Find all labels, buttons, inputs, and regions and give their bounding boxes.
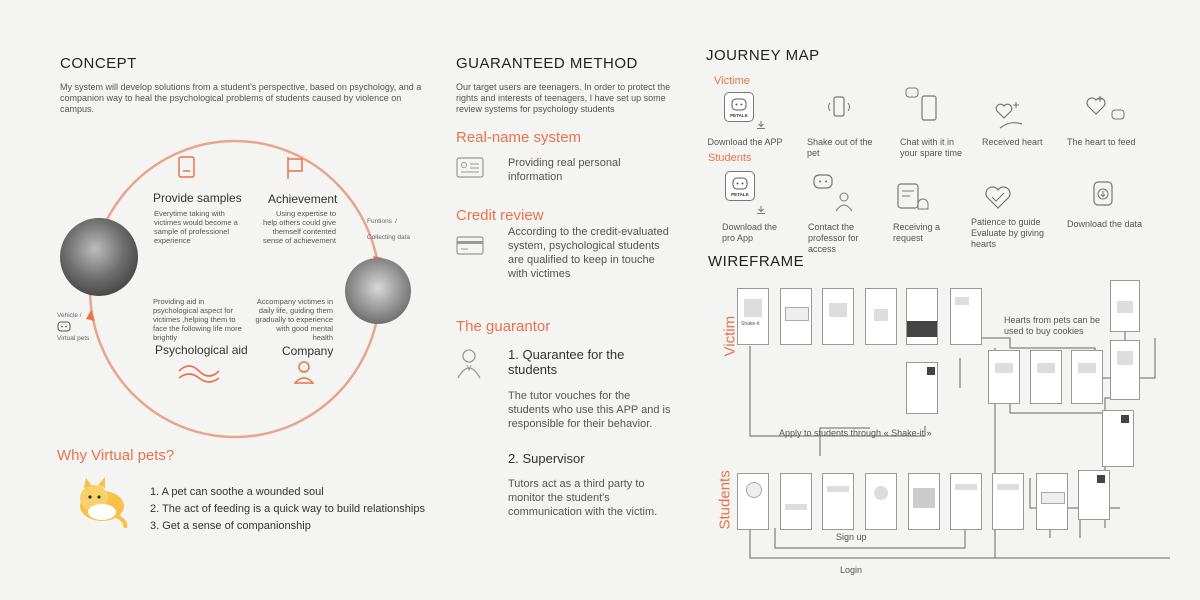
vehicle-label: Vehicle /	[57, 312, 82, 319]
concept-title: CONCEPT	[60, 55, 137, 72]
realname-title: Real-name system	[456, 129, 582, 146]
virtual-pets-label: Virtual pets	[57, 335, 90, 342]
login-label: Login	[840, 565, 863, 575]
provide-title: Provide samples	[153, 191, 242, 205]
g1-title: 1. Quarantee for the students	[508, 347, 625, 377]
journey-title: JOURNEY MAP	[706, 47, 820, 64]
sample-icon	[178, 156, 195, 178]
hearts-note: Hearts from pets can be used to buy cook…	[1004, 315, 1101, 336]
victim-photo	[60, 218, 138, 296]
company-title: Company	[282, 344, 334, 358]
victime-step-1: Download the APP	[707, 137, 783, 147]
chat-phone-icon	[905, 87, 937, 121]
request-icon	[897, 183, 929, 210]
student-step-5: Download the data	[1067, 219, 1143, 229]
g2-text: Tutors act as a third party to monitor t…	[508, 478, 658, 518]
pro-app-icon: PETALK	[725, 171, 755, 201]
method-intro: Our target users are teenagers. In order…	[456, 82, 671, 114]
credit-card-icon	[456, 236, 484, 255]
realname-text: Providing real personal information	[508, 157, 621, 183]
contact-professor-icon	[813, 174, 853, 212]
guide-heart-icon	[985, 186, 1011, 209]
provide-text: Everytime taking with victimes would bec…	[154, 209, 238, 245]
apply-note: Apply to students through « Shake-it »	[779, 428, 932, 438]
victime-step-4: Received heart	[982, 137, 1043, 147]
achievement-text: Using expertise to help others could giv…	[263, 209, 336, 245]
shake-phone-icon	[828, 96, 850, 117]
method-title: GUARANTEED METHOD	[456, 55, 638, 72]
guarantor-title: The guarantor	[456, 318, 551, 335]
collecting-label: Collecting data	[367, 234, 410, 241]
download-icon	[757, 121, 765, 129]
handshake-icon	[178, 365, 220, 377]
victime-step-2: Shake out of the pet	[807, 137, 873, 158]
heart-feed-icon	[1086, 96, 1125, 120]
download-icon-2	[757, 206, 765, 214]
why-title: Why Virtual pets?	[57, 447, 175, 464]
tutor-icon	[457, 349, 481, 379]
victime-step-5: The heart to feed	[1067, 137, 1136, 147]
functions-label: Funtions /	[367, 218, 397, 225]
student-step-1: Download the pro App	[722, 222, 778, 243]
student-step-2: Contact the professor for access	[808, 222, 859, 254]
person-icon	[298, 361, 310, 373]
why-item-1: 1. A pet can soothe a wounded soul	[150, 486, 324, 498]
g2-title: 2. Supervisor	[508, 451, 585, 466]
psych-title: Psychological aid	[155, 343, 248, 357]
pet-illustration	[80, 477, 128, 528]
credit-text: According to the credit-evaluated system…	[508, 226, 669, 280]
why-item-3: 3. Get a sense of companionship	[150, 520, 311, 532]
student-step-3: Receiving a request	[893, 222, 941, 243]
psych-text: Providing aid in psychological aspect fo…	[153, 297, 242, 342]
shake-it-label: Shake-it	[741, 321, 760, 327]
pet-chat-icon	[57, 321, 71, 332]
journey-victime-label: Victime	[714, 75, 750, 87]
students-photo	[345, 258, 411, 324]
victime-step-3: Chat with it in your spare time	[900, 137, 963, 158]
student-step-4: Patience to guide Evaluate by giving hea…	[971, 217, 1045, 249]
wireframe-title: WIREFRAME	[708, 253, 805, 270]
credit-title: Credit review	[456, 207, 544, 224]
id-card-icon	[456, 157, 484, 178]
g1-text: The tutor vouches for the students who u…	[508, 390, 671, 430]
received-heart-icon	[995, 102, 1023, 129]
app-icon: PETALK	[724, 92, 754, 122]
why-item-2: 2. The act of feeding is a quick way to …	[150, 503, 425, 515]
achievement-title: Achievement	[268, 192, 338, 206]
company-text: Accompany victimes in daily life, guidin…	[255, 297, 333, 342]
signup-label: Sign up	[836, 532, 867, 542]
download-data-icon	[1093, 181, 1113, 206]
concept-intro: My system will develop solutions from a …	[60, 82, 422, 114]
journey-students-label: Students	[708, 152, 752, 164]
